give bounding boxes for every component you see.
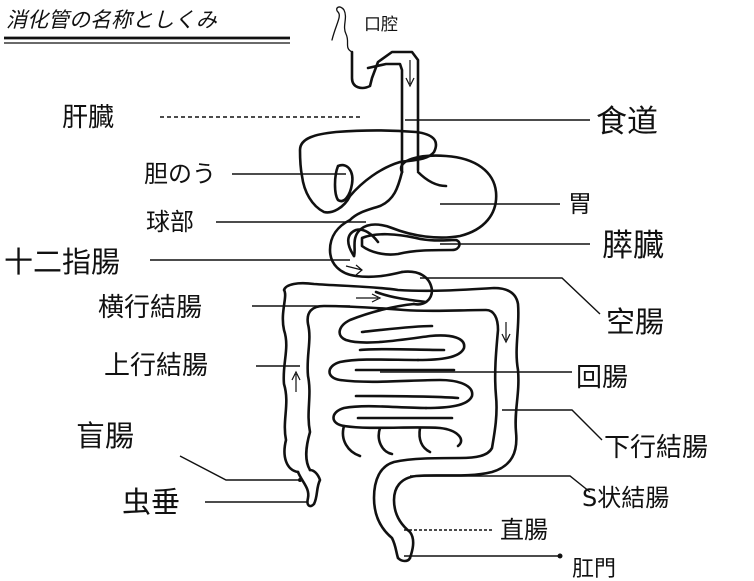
title-block: 消化管の名称としくみ: [4, 8, 290, 43]
label-duodenum: 十二指腸: [4, 245, 120, 279]
anatomy-drawing: [283, 7, 519, 561]
leader-sigmoid: [410, 476, 590, 492]
esophagus-tube-inner: [368, 64, 402, 172]
label-esophagus: 食道: [596, 104, 658, 140]
anus-outline: [398, 558, 410, 561]
label-liver: 肝臓: [62, 103, 114, 133]
leader-anus-dot: [558, 554, 563, 559]
stomach-inner-curve: [418, 172, 446, 186]
stomach-lesser-curve: [350, 172, 402, 220]
label-duodenal-bulb: 球部: [146, 208, 194, 236]
stomach-outline: [354, 156, 496, 256]
diagram-title: 消化管の名称としくみ: [6, 8, 218, 32]
small-intestine-coils: [330, 292, 473, 456]
label-anus: 肛門: [572, 557, 616, 581]
mouth-outline: [332, 7, 352, 52]
appendix-outline: [298, 470, 320, 506]
label-transverse-colon: 横行結腸: [98, 293, 202, 323]
label-sigmoid-colon: S状結腸: [582, 484, 669, 512]
label-descending-colon: 下行結腸: [604, 433, 708, 463]
label-pancreas: 膵臓: [602, 228, 664, 264]
label-cecum: 盲腸: [76, 419, 134, 453]
leader-lines: [150, 117, 602, 559]
label-ascending-colon: 上行結腸: [104, 351, 208, 381]
label-rectum: 直腸: [500, 516, 548, 544]
label-appendix: 虫垂: [122, 485, 180, 519]
leader-jejunum: [420, 278, 600, 314]
label-mouth: 口腔: [364, 15, 398, 35]
liver-outline: [300, 131, 436, 213]
label-gallbladder: 胆のう: [144, 160, 216, 188]
large-intestine-outer: [283, 283, 519, 558]
label-ileum: 回腸: [576, 363, 628, 393]
label-jejunum: 空腸: [606, 305, 664, 339]
leader-cecum: [180, 456, 300, 480]
leader-cecum-dot: [298, 478, 302, 482]
large-intestine-inner: [306, 306, 498, 558]
label-stomach: 胃: [568, 190, 592, 218]
esophagus-tube: [352, 52, 418, 170]
